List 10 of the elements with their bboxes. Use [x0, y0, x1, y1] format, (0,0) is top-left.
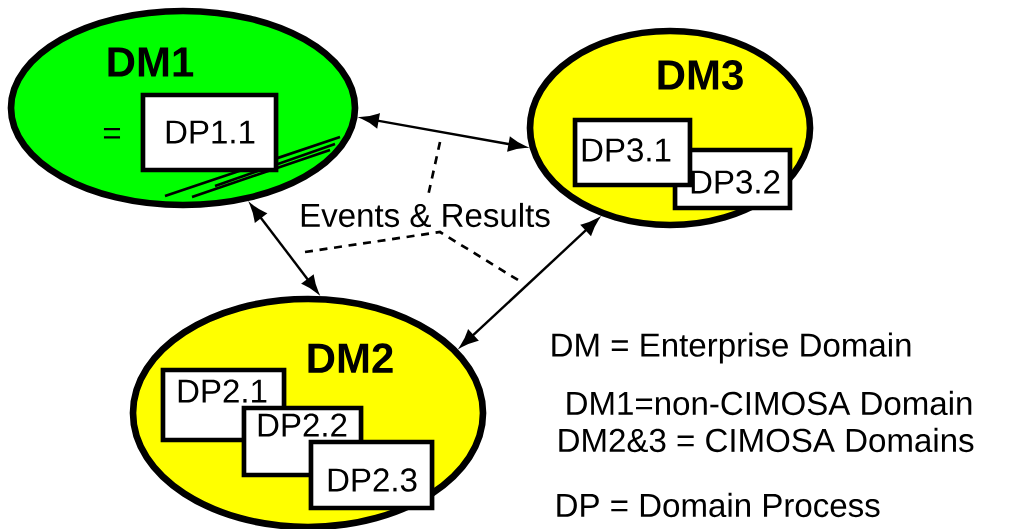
process-box: DP1.1 [140, 92, 279, 173]
process-box: DP3.1 [572, 117, 693, 188]
legend-text: DM2&3 = CIMOSA Domains [559, 427, 974, 453]
double-arrow [250, 203, 319, 294]
process-box: DP3.2 [672, 147, 793, 211]
process-box: DP2.3 [308, 439, 435, 511]
double-arrow [460, 218, 599, 348]
legend-text: DM1=non-CIMOSA Domain [567, 390, 972, 416]
legend-text: DM = Enterprise Domain [552, 332, 911, 364]
legend-text: DP = Domain Process [557, 492, 880, 518]
